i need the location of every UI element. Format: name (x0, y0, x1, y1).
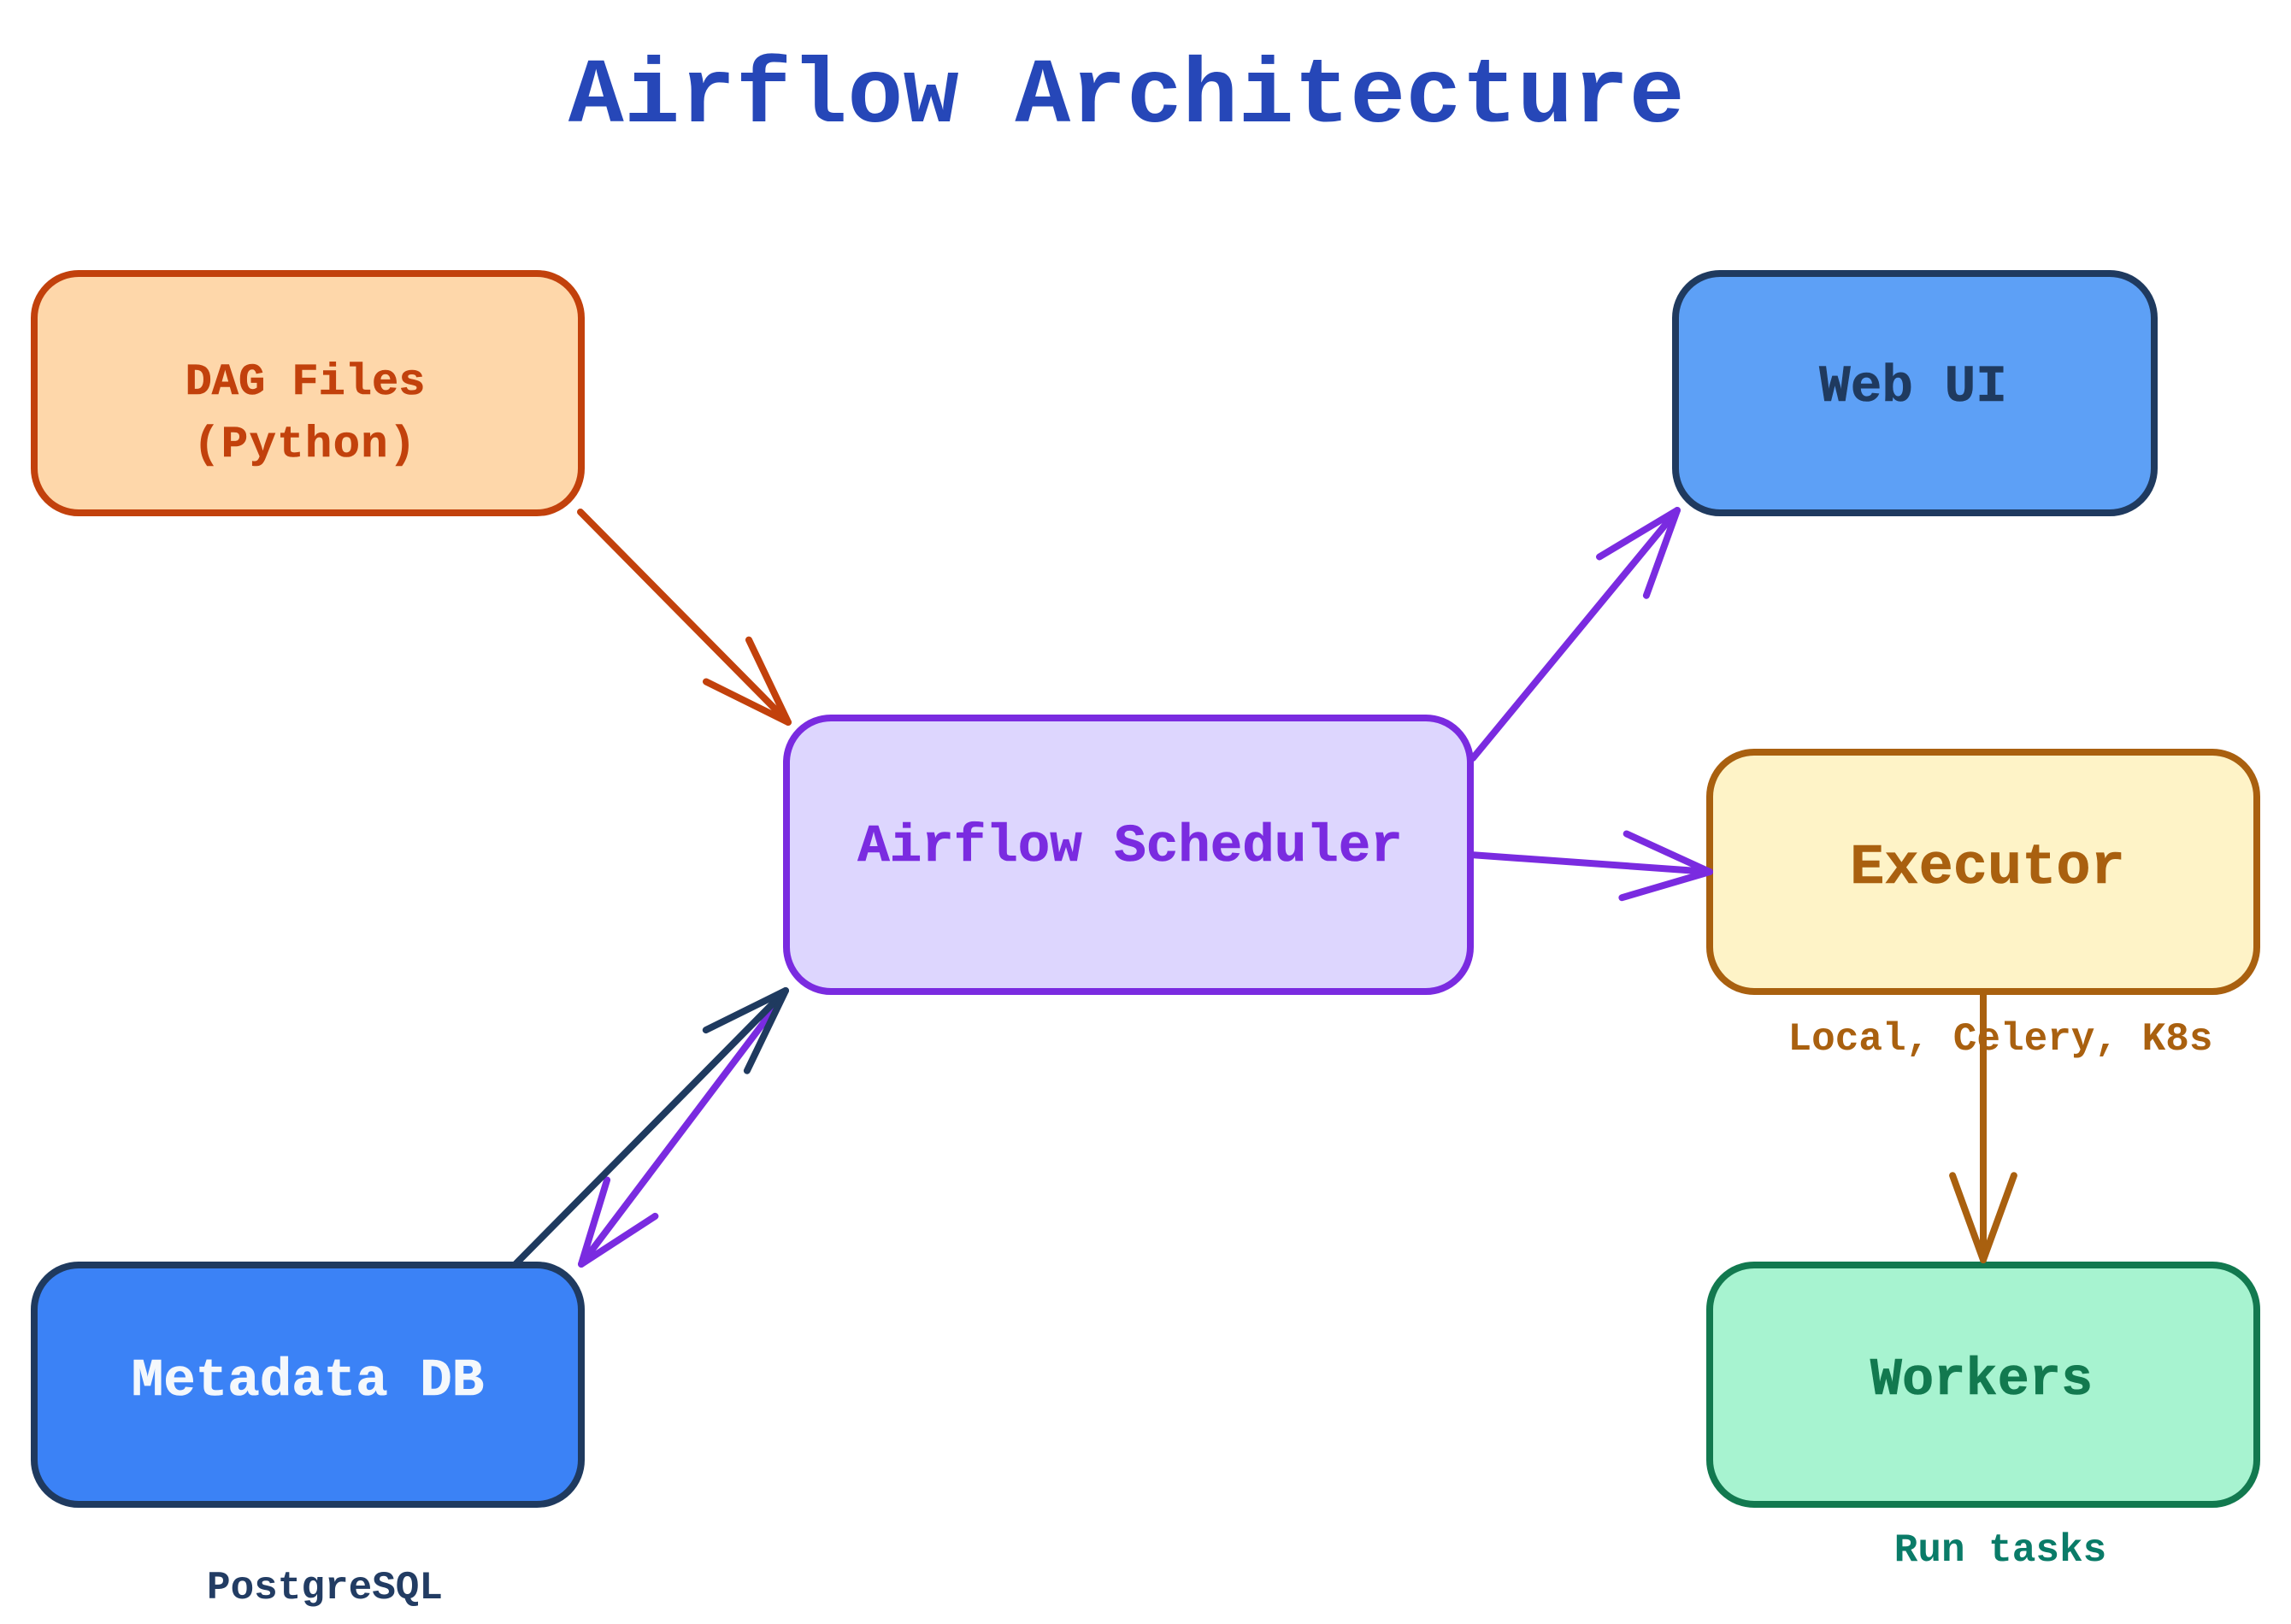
svg-text:Local, Celery, K8s: Local, Celery, K8s (1788, 1017, 2213, 1062)
svg-text:PostgreSQL: PostgreSQL (207, 1566, 443, 1610)
svg-text:Workers: Workers (1870, 1350, 2093, 1410)
svg-text:Metadata DB: Metadata DB (132, 1350, 485, 1411)
svg-text:Executor: Executor (1850, 836, 2125, 901)
svg-text:(Python): (Python) (193, 420, 417, 470)
svg-text:Run tasks: Run tasks (1894, 1528, 2106, 1573)
svg-text:Airflow Scheduler: Airflow Scheduler (857, 816, 1403, 877)
svg-text:Web UI: Web UI (1819, 358, 2007, 417)
svg-text:Airflow Architecture: Airflow Architecture (568, 45, 1685, 150)
svg-text:DAG Files: DAG Files (186, 357, 426, 408)
